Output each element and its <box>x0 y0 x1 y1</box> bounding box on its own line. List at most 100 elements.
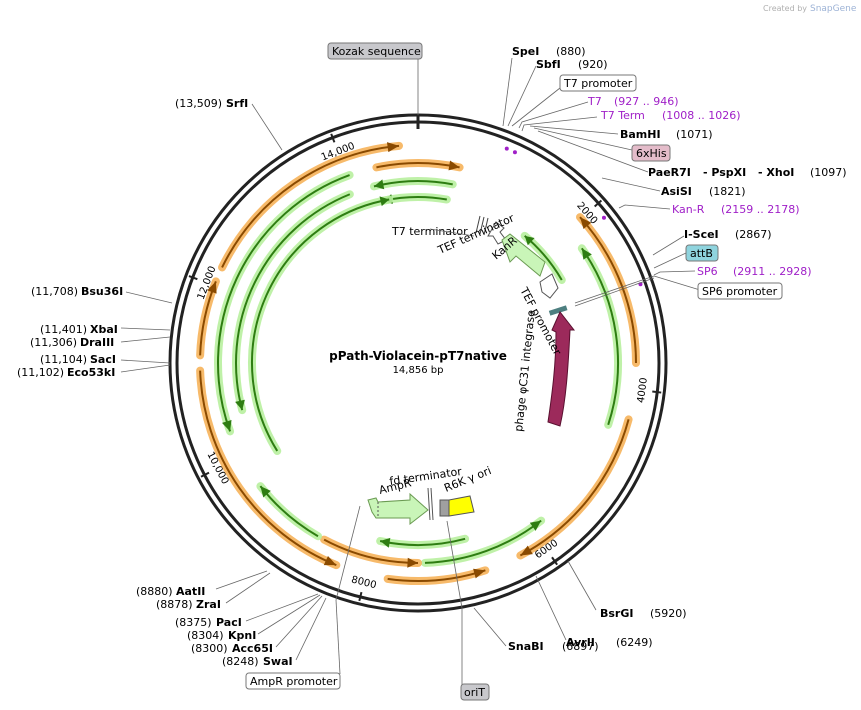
integrase-feature <box>547 311 576 427</box>
enzyme-acc65i-coord: (8300) <box>191 642 228 655</box>
kanr-feature <box>501 233 546 277</box>
ampr-label: AmpR <box>378 476 413 497</box>
snapgene-watermark: Created by SnapGene <box>763 4 857 14</box>
enzyme-kpni: KpnI <box>228 629 256 642</box>
orf-arrowhead <box>529 520 542 531</box>
orf-arrowhead <box>520 545 533 556</box>
t7-promoter-box <box>559 74 637 92</box>
kozak-box <box>327 42 423 60</box>
sp6-promoter-box <box>697 282 783 300</box>
tick-mark <box>358 591 363 602</box>
enzyme-bamhi-coord: (1071) <box>676 128 713 141</box>
orf-arrowhead <box>379 196 390 207</box>
enzyme-avrii: AvrII <box>566 636 595 649</box>
enzyme-acc65i: Acc65I <box>232 642 273 655</box>
primer-kan-r-coord: (2159 .. 2178) <box>721 203 800 216</box>
tick-mark <box>652 390 662 394</box>
leader-lines <box>120 57 701 688</box>
orf-arc-halo <box>577 244 622 429</box>
tick-mark <box>200 471 210 478</box>
tick-label: 8000 <box>350 575 377 592</box>
enzyme-paci-coord: (8375) <box>175 616 212 629</box>
fd-terminator-mark <box>427 487 431 521</box>
6xhis-label: 6xHis <box>636 147 667 160</box>
ampr-promoter-label: AmpR promoter <box>250 675 338 688</box>
orf-arcs <box>196 141 643 585</box>
tick-mark <box>551 556 558 566</box>
primer-sp6-coord: (2911 .. 2928) <box>733 265 812 278</box>
enzyme-xhoi: - XhoI <box>758 166 794 179</box>
primer-sp6: SP6 <box>697 265 718 278</box>
primer-t7: T7 <box>587 95 602 108</box>
t7-terminator-label: T7 terminator <box>391 225 468 238</box>
enzyme-paci: PacI <box>216 616 242 629</box>
enzyme-pspxi: - PspXI <box>703 166 746 179</box>
t7-promoter-label: T7 promoter <box>563 77 633 90</box>
orf-arrowhead <box>580 217 592 229</box>
tef-promoter-feature <box>539 273 559 299</box>
orit-label: oriT <box>464 686 485 699</box>
enzyme-sbfi-coord: (920) <box>578 58 608 71</box>
primer-mark <box>504 146 509 151</box>
enzyme-bsrgi: BsrGI <box>600 607 633 620</box>
enzyme-snabi-coord: (6897) <box>562 640 599 653</box>
enzyme-bsu36i: Bsu36I <box>81 285 123 298</box>
enzyme-avrii-coord: (6249) <box>616 636 653 649</box>
orf-arrowhead <box>581 248 592 260</box>
t7-terminator-mark <box>479 216 485 235</box>
enzyme-bamhi: BamHI <box>620 128 661 141</box>
primer-kan-r: Kan-R <box>672 203 705 216</box>
tick-mark <box>593 199 603 208</box>
enzyme-i-scei-coord: (2867) <box>735 228 772 241</box>
primer-t7term: T7 Term <box>600 109 645 122</box>
enzyme-paer7i-coord: (1097) <box>810 166 847 179</box>
orf-arrowhead <box>235 399 245 411</box>
orf-arrowhead <box>207 281 217 294</box>
orf-arc <box>251 198 390 452</box>
watermark-brand: SnapGene <box>810 4 857 14</box>
orf-arc-halo <box>516 415 633 560</box>
orf-arc-halo <box>248 195 394 455</box>
enzyme-zrai: ZraI <box>196 598 221 611</box>
tick-mark <box>330 133 336 143</box>
enzyme-swai: SwaI <box>263 655 293 668</box>
attb-feature <box>548 305 568 316</box>
enzyme-i-scei: I-SceI <box>684 228 719 241</box>
enzyme-xbai-coord: (11,401) <box>40 323 87 336</box>
enzyme-saci: SacI <box>90 353 116 366</box>
orf-arc-halo <box>256 482 322 541</box>
enzyme-bsu36i-coord: (11,708) <box>31 285 78 298</box>
enzyme-saci-coord: (11,104) <box>40 353 87 366</box>
backbone-outer <box>168 113 668 613</box>
r6k-ori-feature <box>448 495 475 517</box>
boxed-labels: Kozak sequence T7 promoter 6xHis attB SP… <box>245 42 783 701</box>
attb-box <box>685 244 719 262</box>
enzyme-draiii: DraIII <box>80 336 114 349</box>
orf-arc <box>579 216 637 364</box>
enzyme-labels: SpeI (880) SbfI (920) BamHI (1071) PaeR7… <box>17 45 847 668</box>
plasmid-name: pPath-Violacein-pT7native <box>329 349 507 363</box>
orf-arc <box>216 174 350 432</box>
enzyme-draiii-coord: (11,306) <box>30 336 77 349</box>
enzyme-eco53ki-coord: (11,102) <box>17 366 64 379</box>
inner-features <box>367 215 576 526</box>
orf-arc <box>199 370 337 567</box>
primer-mark <box>512 150 517 155</box>
orf-arc <box>581 247 619 426</box>
orf-arc <box>519 419 630 557</box>
enzyme-srfi: SrfI <box>226 97 248 110</box>
orf-arrowhead <box>260 486 271 498</box>
r6k-gray-segment <box>439 499 450 517</box>
tick-mark <box>188 275 198 281</box>
orf-arrowhead <box>448 160 460 171</box>
orf-arrowhead <box>380 537 391 548</box>
orf-arrowhead <box>323 556 337 566</box>
orf-arrowhead <box>407 557 418 568</box>
t7-terminator-mark <box>475 215 481 234</box>
enzyme-xbai: XbaI <box>90 323 118 336</box>
orf-arrowhead <box>221 420 232 432</box>
sp6-promoter-label: SP6 promoter <box>702 285 778 298</box>
watermark-text: Created by <box>763 4 807 13</box>
orf-arc <box>235 193 351 411</box>
enzyme-paer7i: PaeR7I <box>648 166 691 179</box>
